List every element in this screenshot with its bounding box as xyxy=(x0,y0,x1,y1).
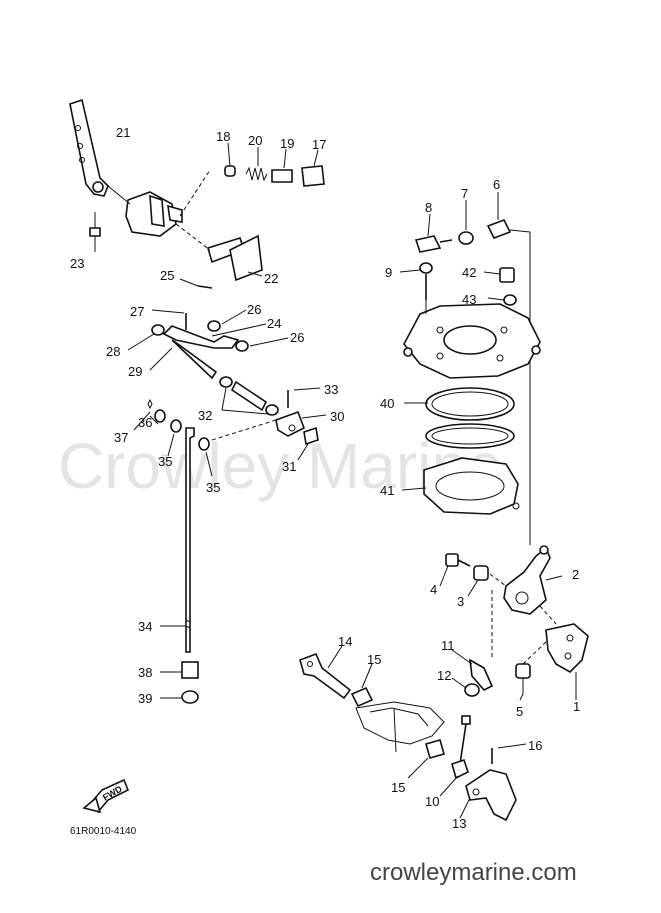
callout-13: 13 xyxy=(452,816,466,831)
part-35-washer-b[interactable] xyxy=(198,437,210,451)
part-5-bolt[interactable] xyxy=(515,663,531,694)
part-31-spring[interactable] xyxy=(303,426,319,446)
part-14-link[interactable] xyxy=(299,652,352,700)
part-18-cap[interactable] xyxy=(224,165,236,177)
magneto-base-plate[interactable] xyxy=(403,303,541,379)
part-25-pin[interactable] xyxy=(197,285,213,289)
callout-10: 10 xyxy=(425,794,439,809)
gasket-ring[interactable] xyxy=(425,423,515,449)
callout-32: 32 xyxy=(198,408,212,423)
part-34-rod[interactable] xyxy=(185,427,195,653)
part-12-nut[interactable] xyxy=(464,683,480,697)
callout-21: 21 xyxy=(116,125,130,140)
part-40-ring[interactable] xyxy=(425,387,515,421)
part-13-lever[interactable] xyxy=(465,769,517,822)
part-4-bolt[interactable] xyxy=(445,553,471,567)
callout-6: 6 xyxy=(493,177,500,192)
part-29-link[interactable] xyxy=(162,325,240,380)
part-32-spacer[interactable] xyxy=(219,376,279,416)
callout-28: 28 xyxy=(106,344,120,359)
part-39-nut[interactable] xyxy=(181,690,199,704)
callout-31: 31 xyxy=(282,459,296,474)
callout-25: 25 xyxy=(160,268,174,283)
part-41-gasket[interactable] xyxy=(423,457,520,515)
part-6-joint[interactable] xyxy=(486,218,512,240)
callout-42: 42 xyxy=(462,265,476,280)
part-15-cap-b[interactable] xyxy=(425,739,445,759)
callout-23: 23 xyxy=(70,256,84,271)
callout-30: 30 xyxy=(330,409,344,424)
callout-40: 40 xyxy=(380,396,394,411)
callout-9: 9 xyxy=(385,265,392,280)
callout-14: 14 xyxy=(338,634,352,649)
part-1-bracket[interactable] xyxy=(545,623,589,673)
part-42-bolt[interactable] xyxy=(499,267,515,283)
callout-5: 5 xyxy=(516,704,523,719)
callout-4: 4 xyxy=(430,582,437,597)
callout-11: 11 xyxy=(441,638,455,653)
callout-22: 22 xyxy=(264,271,278,286)
part-28-washer[interactable] xyxy=(151,324,165,336)
callout-43: 43 xyxy=(462,292,476,307)
callout-1: 1 xyxy=(573,699,580,714)
part-15-cap-a[interactable] xyxy=(350,686,374,708)
callout-35-b: 35 xyxy=(206,480,220,495)
callout-17: 17 xyxy=(312,137,326,152)
bracket-assembly[interactable] xyxy=(107,169,211,237)
part-22-shaft[interactable] xyxy=(175,223,263,282)
part-19-spring[interactable] xyxy=(271,169,293,183)
callout-41: 41 xyxy=(380,483,394,498)
diagram-code: 61R0010-4140 xyxy=(70,826,137,837)
callout-39: 39 xyxy=(138,691,152,706)
part-38-nut[interactable] xyxy=(181,661,199,679)
callout-labels: 2 1 3 4 5 6 7 8 9 10 11 12 13 14 15 15 1… xyxy=(70,125,580,831)
part-7-nut[interactable] xyxy=(458,231,474,245)
callout-37: 37 xyxy=(114,430,128,445)
part-10-rod[interactable] xyxy=(451,715,471,780)
callout-20: 20 xyxy=(248,133,262,148)
part-11-rod-end[interactable] xyxy=(469,658,494,691)
callout-3: 3 xyxy=(457,594,464,609)
part-9-bolt[interactable] xyxy=(419,262,433,300)
part-43-washer[interactable] xyxy=(503,294,517,306)
callout-26-b: 26 xyxy=(290,330,304,345)
callout-16: 16 xyxy=(528,738,542,753)
part-30-lever[interactable] xyxy=(275,410,306,437)
callout-2: 2 xyxy=(572,567,579,582)
callout-12: 12 xyxy=(437,668,451,683)
callout-8: 8 xyxy=(425,200,432,215)
part-36-washer[interactable] xyxy=(154,409,166,423)
callout-27: 27 xyxy=(130,304,144,319)
callout-38: 38 xyxy=(138,665,152,680)
callout-35-a: 35 xyxy=(158,454,172,469)
part-8-joint[interactable] xyxy=(414,235,453,253)
callout-29: 29 xyxy=(128,364,142,379)
part-3-collar[interactable] xyxy=(473,565,489,581)
callout-18: 18 xyxy=(216,129,230,144)
part-17-nut[interactable] xyxy=(301,165,325,187)
callout-33: 33 xyxy=(324,382,338,397)
part-20-spring[interactable] xyxy=(245,166,268,182)
part-21-arm[interactable] xyxy=(69,98,109,197)
callout-15-b: 15 xyxy=(391,780,405,795)
callout-24: 24 xyxy=(267,316,281,331)
callout-15-a: 15 xyxy=(367,652,381,667)
callout-7: 7 xyxy=(461,186,468,201)
fwd-arrow-icon: FWD xyxy=(82,778,130,814)
part-23-bolt[interactable] xyxy=(89,212,101,237)
part-26-washer-a[interactable] xyxy=(207,320,221,332)
callout-26-a: 26 xyxy=(247,302,261,317)
part-26-washer-b[interactable] xyxy=(235,340,249,352)
housing-fragment xyxy=(355,701,445,753)
part-35-washer-a[interactable] xyxy=(170,419,182,433)
footer-site-text: crowleymarine.com xyxy=(370,859,577,886)
part-2-cam[interactable] xyxy=(503,545,551,615)
callout-34: 34 xyxy=(138,619,152,634)
callout-19: 19 xyxy=(280,136,294,151)
part-37-clip[interactable] xyxy=(147,398,153,410)
callout-36: 36 xyxy=(138,415,152,430)
